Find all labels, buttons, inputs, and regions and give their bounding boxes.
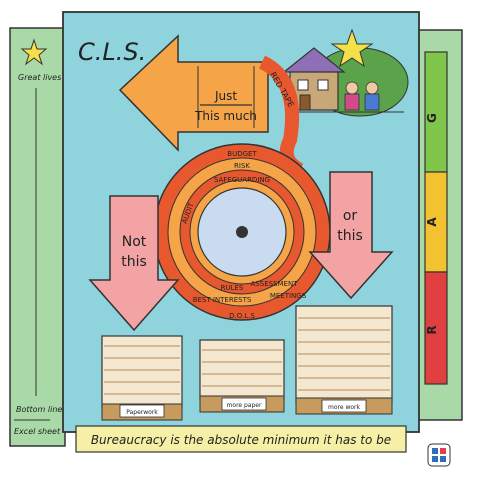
caption-banner bbox=[75, 425, 407, 453]
more-paper-tag bbox=[221, 397, 267, 411]
or-label: or bbox=[343, 208, 358, 224]
caption-text: Bureaucracy is the absolute minimum it h… bbox=[91, 433, 391, 447]
excel-sheet-label: Excel sheet bbox=[14, 427, 61, 436]
rag-green bbox=[424, 51, 448, 173]
star-icon bbox=[20, 38, 48, 66]
rag-letter-g: G bbox=[425, 113, 439, 123]
more-work-label: more work bbox=[328, 404, 360, 411]
not-label: Not bbox=[122, 234, 147, 250]
or-this-arrow bbox=[308, 171, 394, 300]
more-work-tag bbox=[321, 399, 367, 413]
paperwork-tag bbox=[119, 404, 165, 418]
ring-word-assessment: ASSESSMENT bbox=[251, 280, 299, 288]
orange-arrow bbox=[118, 34, 269, 152]
ring-word-meetings: MEETINGS bbox=[270, 292, 307, 300]
ring-word-rules: RULES bbox=[221, 284, 244, 292]
rag-red bbox=[424, 271, 448, 385]
ring-word-budget: BUDGET bbox=[227, 150, 257, 158]
this-much-label: This much bbox=[194, 109, 257, 123]
paperwork-label: Paperwork bbox=[126, 409, 158, 416]
left-side-panel bbox=[9, 27, 66, 447]
right-paper-stack bbox=[295, 305, 393, 415]
this-label: this bbox=[121, 254, 147, 270]
logo-icon bbox=[427, 443, 451, 467]
page-title: C.L.S. bbox=[78, 38, 146, 66]
bottom-line-label: Bottom line bbox=[16, 405, 62, 414]
rag-letter-a: A bbox=[425, 217, 439, 227]
ring-word-best-interests: BEST INTERESTS bbox=[193, 296, 252, 304]
rag-letter-r: R bbox=[425, 325, 439, 334]
ring-word-safeguarding: SAFEGUARDING bbox=[214, 176, 270, 184]
this-right-label: this bbox=[337, 228, 363, 244]
not-this-arrow bbox=[88, 195, 180, 332]
goal-star-icon bbox=[330, 28, 374, 68]
house-scene bbox=[282, 47, 409, 117]
bureaucracy-gear bbox=[153, 143, 331, 321]
just-label: Just bbox=[214, 89, 237, 103]
ring-word-risk: RISK bbox=[234, 162, 250, 170]
great-lives-label: Great lives bbox=[18, 73, 61, 82]
ring-word-dols: D.O.L.S bbox=[229, 312, 255, 320]
more-paper-label: more paper bbox=[227, 402, 262, 409]
